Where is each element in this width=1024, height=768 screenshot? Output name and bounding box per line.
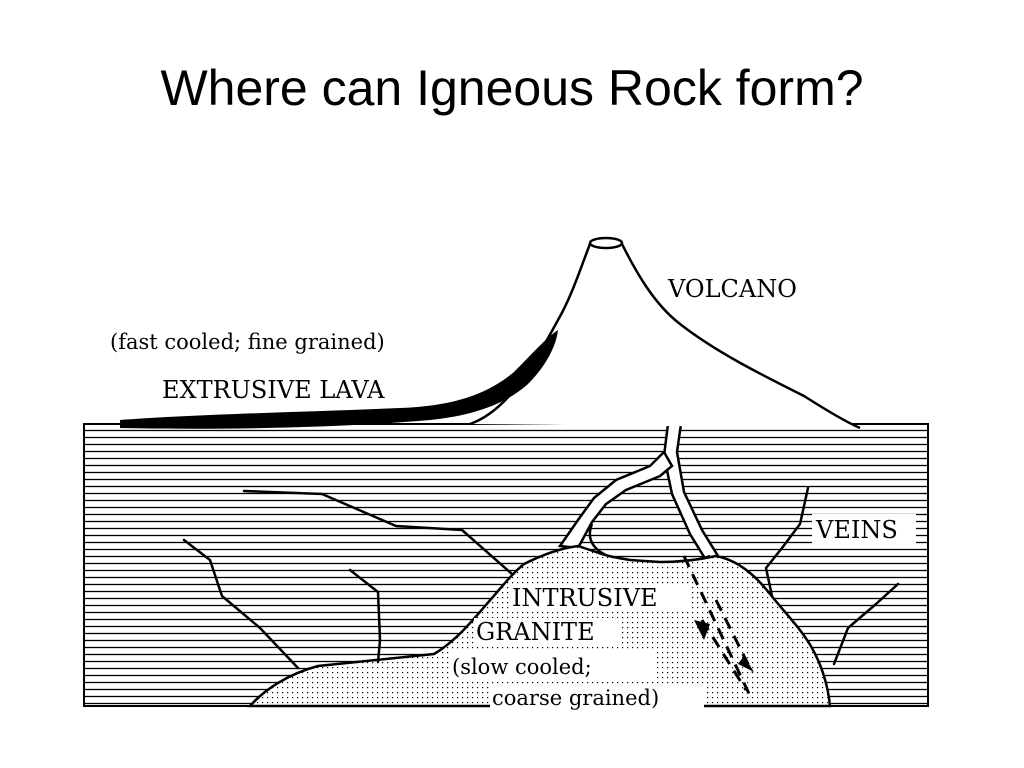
volcano-cone (469, 242, 861, 430)
veins-group (182, 486, 900, 670)
coarse-grained-label-box (490, 684, 704, 710)
label-volcano: VOLCANO (667, 275, 797, 303)
label-coarse-grained: coarse grained) (492, 686, 659, 710)
granite-label-box (474, 618, 622, 646)
vein-upper-left (242, 489, 514, 576)
slow-cooled-label-box (450, 652, 656, 680)
arrow-head-down (738, 656, 754, 672)
slide-title: Where can Igneous Rock form? (160, 60, 864, 116)
label-veins: VEINS (815, 516, 898, 544)
label-intrusive: INTRUSIVE (512, 584, 658, 612)
label-fast-cooled: (fast cooled; fine grained) (110, 330, 385, 354)
arrow-head-up (694, 620, 710, 640)
vein-left (348, 568, 382, 664)
label-granite: GRANITE (476, 618, 595, 646)
intrusive-label-box (510, 584, 690, 612)
label-extrusive-lava: EXTRUSIVE LAVA (162, 376, 385, 404)
extrusive-lava-flow (120, 330, 558, 429)
vein-far-left (182, 538, 300, 670)
volcano-crater (588, 236, 624, 250)
vein-right (764, 486, 810, 598)
label-slow-cooled: (slow cooled; (452, 655, 592, 679)
veins-label-box (812, 514, 916, 546)
vein-lower-right (832, 582, 900, 666)
